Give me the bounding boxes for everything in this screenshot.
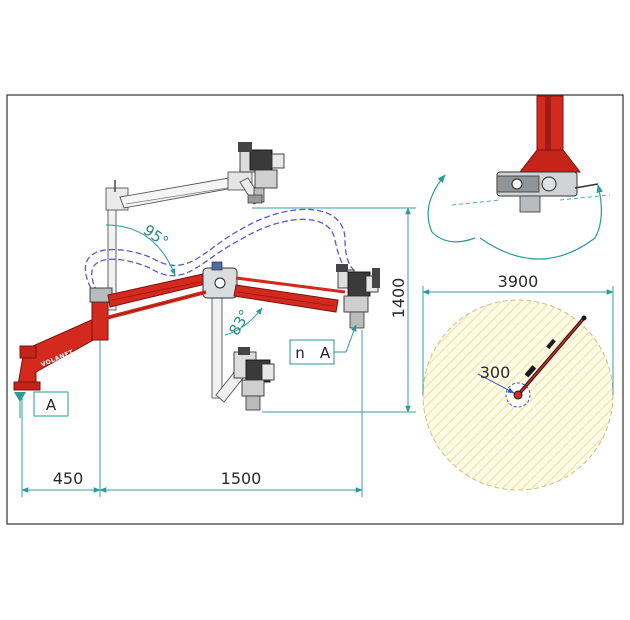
inner-radius-label: 300: [480, 363, 511, 382]
height-label: 1400: [389, 278, 408, 319]
sweep-area: 3900 300: [422, 272, 614, 491]
reach-width-label: 3900: [498, 272, 539, 291]
arm-length-label: 1500: [221, 469, 262, 488]
lower-position-arm: [211, 289, 275, 411]
drawing-frame: [6, 94, 624, 525]
base-offset-label: 450: [53, 469, 84, 488]
detail-marker: n A: [289, 324, 357, 365]
radius-leader: [477, 373, 515, 394]
hose-path: [91, 218, 356, 301]
arm-top-view: [513, 315, 587, 400]
main-arm: VOLANET: [13, 261, 380, 391]
detail-marker-prefix: n: [295, 344, 305, 362]
rotation-detail: [427, 95, 611, 260]
upper-angle-label: 95°: [140, 221, 172, 251]
dimensions-side: 1400 450 1500: [21, 207, 416, 497]
base-marker-label: A: [46, 396, 57, 414]
detail-marker-label: A: [320, 344, 331, 362]
base-marker: A: [14, 391, 69, 418]
